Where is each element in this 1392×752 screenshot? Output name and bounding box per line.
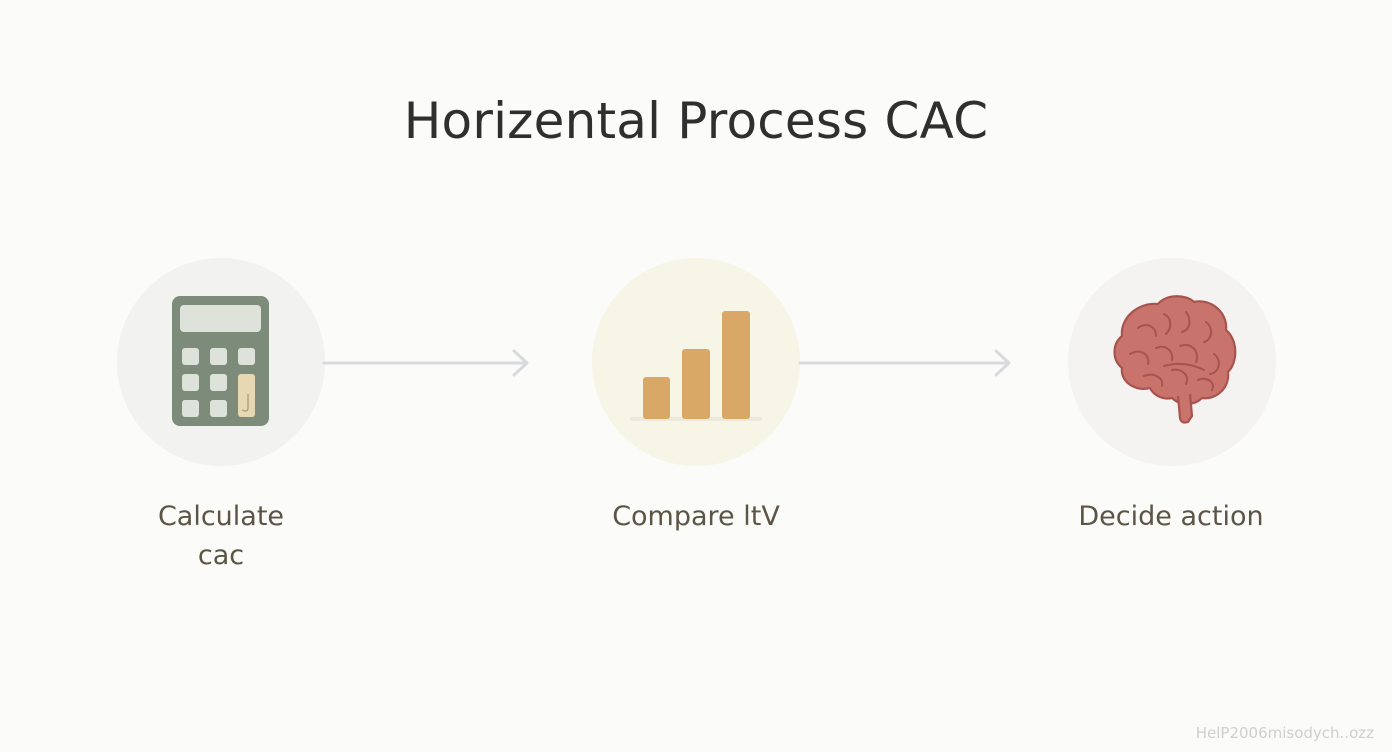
watermark-text: HelP2006misodych..ozz xyxy=(1195,724,1374,742)
step-1-label: Calculate cac xyxy=(157,501,285,571)
step-3-label: Decide action xyxy=(1078,501,1264,532)
step-3-circle xyxy=(1068,258,1276,466)
step-2-label: Compare ltV xyxy=(612,501,780,532)
arrow-2 xyxy=(798,349,1011,377)
diagram-title: Horizental Process CAC xyxy=(403,92,989,150)
bar-chart-icon xyxy=(630,311,762,421)
step-1-circle xyxy=(117,258,325,466)
brain-icon xyxy=(1113,295,1237,424)
calculator-icon xyxy=(172,296,269,426)
arrow-1 xyxy=(322,349,529,377)
step-2-circle xyxy=(592,258,800,466)
